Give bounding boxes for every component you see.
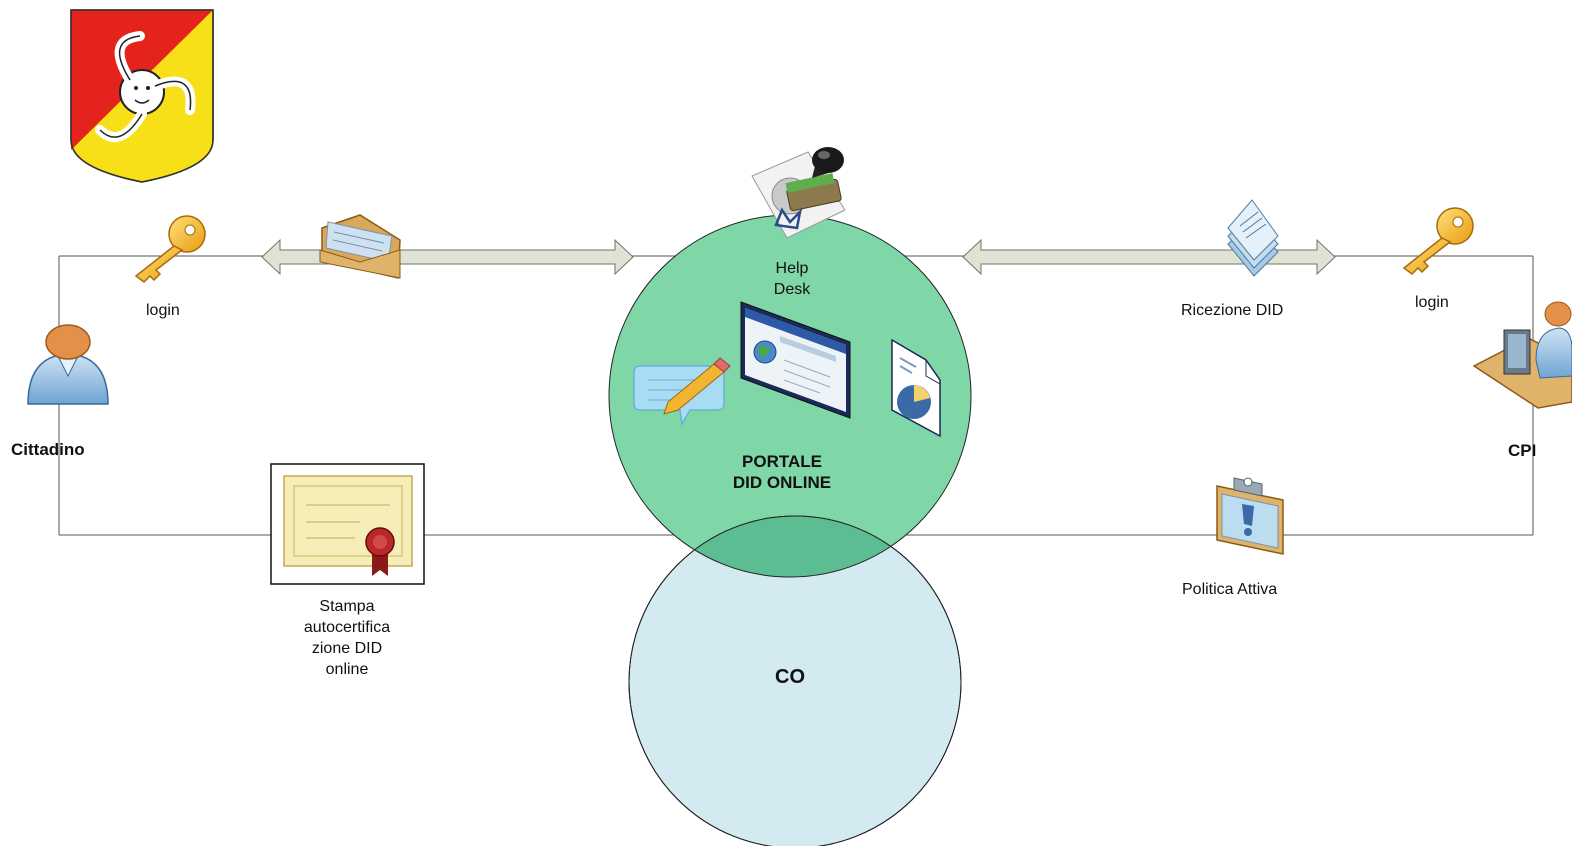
citizen-label: Cittadino xyxy=(11,440,85,459)
stampa-line2: autocertifica xyxy=(303,619,391,636)
document-stack-icon xyxy=(1227,199,1279,277)
login-left-label: login xyxy=(146,302,180,319)
portal-title-line2: DID ONLINE xyxy=(732,473,832,492)
politica-label: Politica Attiva xyxy=(1182,581,1278,598)
co-label: CO xyxy=(775,666,805,688)
help-desk-label: Help Desk xyxy=(766,258,818,300)
portal-title: PORTALE DID ONLINE xyxy=(700,451,864,493)
certificate-icon xyxy=(270,463,425,585)
user-icon xyxy=(27,324,109,405)
right-double-arrow xyxy=(962,238,1336,276)
workstation-user-icon xyxy=(1472,301,1572,409)
key-icon xyxy=(1402,207,1474,275)
coat-of-arms-icon xyxy=(70,9,214,183)
stamp-icon xyxy=(751,147,846,239)
login-right-label: login xyxy=(1415,294,1449,311)
help-desk-line2: Desk xyxy=(773,281,811,298)
ricezione-label: Ricezione DID xyxy=(1181,302,1284,319)
stampa-line3: zione DID xyxy=(311,640,383,657)
clipboard-alert-icon xyxy=(1216,477,1284,555)
web-page-icon xyxy=(740,301,851,419)
key-icon xyxy=(134,215,206,283)
envelope-icon xyxy=(319,214,401,279)
portal-title-line1: PORTALE xyxy=(742,452,822,471)
report-icon xyxy=(891,338,941,438)
help-desk-line1: Help xyxy=(775,260,809,277)
stampa-line1: Stampa xyxy=(319,598,375,615)
stampa-line4: online xyxy=(325,661,369,678)
stampa-label: Stampa autocertifica zione DID online xyxy=(287,596,407,680)
cpi-label: CPI xyxy=(1508,441,1537,460)
left-double-arrow xyxy=(261,238,634,276)
chat-edit-icon xyxy=(633,357,731,427)
